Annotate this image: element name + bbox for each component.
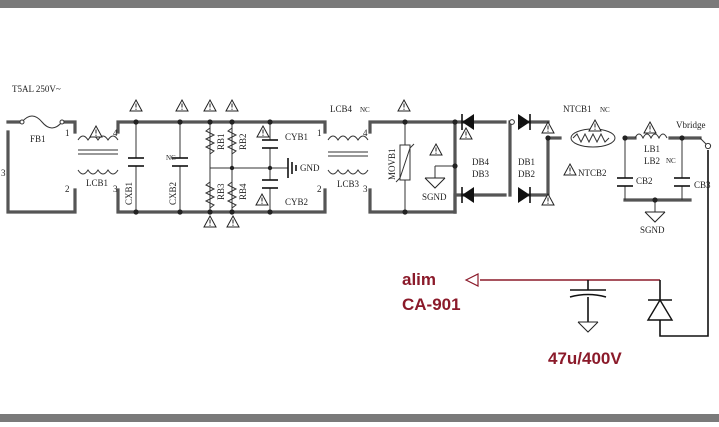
cxb2-label: CXB2 xyxy=(168,182,178,205)
earth-ground-symbol xyxy=(287,158,297,178)
lcb4-pin2: 2 xyxy=(317,184,322,194)
cxb1-label: CXB1 xyxy=(124,182,134,205)
ntcb1-label: NTCB1 xyxy=(563,104,592,114)
lcb1-pin3: 3 xyxy=(113,184,118,194)
sgnd-symbol-1 xyxy=(424,177,446,189)
warning-icons xyxy=(89,99,657,228)
lb2-nc-label: NC xyxy=(666,157,676,165)
diode-db2 xyxy=(518,187,531,203)
node-l xyxy=(509,119,515,125)
lcb4-pin3: 3 xyxy=(363,184,368,194)
capacitor-annotation: 47u/400V xyxy=(548,349,622,368)
sgnd-label-2: SGND xyxy=(640,225,665,235)
lcb1-label: LCB1 xyxy=(86,178,108,188)
rb4-label: RB4 xyxy=(238,183,248,200)
gnd-label: GND xyxy=(300,163,320,173)
db2-label: DB2 xyxy=(518,169,535,179)
rb2-label: RB2 xyxy=(238,133,248,150)
node-l-label: L xyxy=(518,118,524,128)
rb1-label: RB1 xyxy=(216,133,226,150)
resistor-rb1 xyxy=(204,127,216,155)
resistor-rb2 xyxy=(226,127,238,155)
lcb1-pin4: 4 xyxy=(113,128,118,138)
diode-db4 xyxy=(461,114,474,130)
db3-label: DB3 xyxy=(472,169,490,179)
ntcb2-label: NTCB2 xyxy=(578,168,607,178)
lb2-label: LB2 xyxy=(644,156,660,166)
junction-dots xyxy=(133,119,685,215)
main-wiring xyxy=(6,120,702,214)
capacitor-cb2 xyxy=(617,177,633,187)
resistor-rb3 xyxy=(204,181,216,209)
vbridge-terminal xyxy=(704,142,712,150)
module-annotation: CA-901 xyxy=(402,295,461,314)
ntcb1-nc-label: NC xyxy=(600,106,610,114)
db1-label: DB1 xyxy=(518,157,535,167)
cyb1-label: CYB1 xyxy=(285,132,308,142)
fuse-rating-label: T5AL 250V~ xyxy=(12,84,61,94)
fb1-label: FB1 xyxy=(30,134,46,144)
lcb1-pin2: 2 xyxy=(65,184,70,194)
lcb4-pin1: 1 xyxy=(317,128,322,138)
capacitor-cxb2 xyxy=(172,157,188,167)
cyb2-label: CYB2 xyxy=(285,197,308,207)
frame-top-bar xyxy=(0,0,719,8)
capacitor-cyb1 xyxy=(262,139,278,149)
diode-db1 xyxy=(518,114,531,130)
lcb1-pin1: 1 xyxy=(65,128,70,138)
added-bulk-cap-circuit xyxy=(464,150,709,337)
lcb4-label: LCB4 xyxy=(330,104,353,114)
lcb4-nc-label: NC xyxy=(360,106,370,114)
inductor-lb1 xyxy=(634,133,668,140)
cb3-label: CB3 xyxy=(694,180,711,190)
thermistor-ntcb1 xyxy=(570,128,616,148)
sgnd-label-1: SGND xyxy=(422,192,447,202)
varistor-movb1 xyxy=(395,143,415,183)
frame-bottom-bar xyxy=(0,414,719,422)
capacitor-cxb1 xyxy=(128,157,144,167)
pin-3-label: 3 xyxy=(1,168,6,178)
vbridge-label: Vbridge xyxy=(676,120,706,130)
fuse-fb1 xyxy=(19,115,65,129)
lcb3-label: LCB3 xyxy=(337,179,360,189)
cb2-label: CB2 xyxy=(636,176,653,186)
rb3-label: RB3 xyxy=(216,183,226,200)
capacitor-cb3 xyxy=(674,177,690,187)
movb1-label: MOVB1 xyxy=(387,148,397,180)
capacitor-cyb2 xyxy=(262,179,278,189)
db4-label: DB4 xyxy=(472,157,490,167)
choke-lcb3-lcb4 xyxy=(327,135,369,175)
alim-annotation: alim xyxy=(402,270,436,289)
sgnd-symbol-2 xyxy=(644,211,666,223)
resistor-rb4 xyxy=(226,181,238,209)
choke-lcb1 xyxy=(77,135,119,175)
cxb2-nc-label: NC xyxy=(166,154,176,162)
lcb4-pin4: 4 xyxy=(363,128,368,138)
diode-db3 xyxy=(461,187,474,203)
lb1-label: LB1 xyxy=(644,144,660,154)
